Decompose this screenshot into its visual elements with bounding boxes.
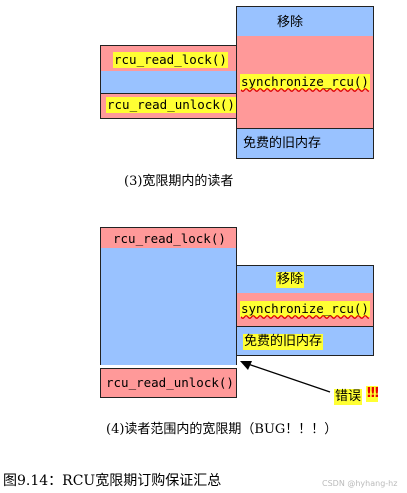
rcu-read-lock-label-4: rcu_read_lock() bbox=[113, 231, 226, 246]
reader-critical-section-4 bbox=[100, 248, 237, 365]
synchronize-rcu-text: synchronize_rcu() bbox=[241, 74, 369, 89]
scenario-3-caption: (3)宽限期内的读者 bbox=[124, 174, 234, 189]
remove-block bbox=[236, 6, 374, 37]
free-old-memory-label: 免费的旧内存 bbox=[243, 136, 322, 151]
figure-caption: 图9.14：RCU宽限期订购保证汇总 bbox=[3, 473, 222, 489]
synchronize-rcu-text-4: synchronize_rcu() bbox=[241, 301, 369, 316]
remove-label-4: 移除 bbox=[276, 272, 305, 288]
free-old-memory-label-4: 免费的旧内存 bbox=[243, 334, 324, 350]
error-label: 错误 bbox=[334, 389, 363, 405]
error-marks: !!! bbox=[366, 386, 380, 402]
synchronize-rcu-label: synchronize_rcu() bbox=[240, 74, 370, 90]
remove-label: 移除 bbox=[277, 15, 304, 30]
free-old-memory-block bbox=[236, 128, 374, 159]
reader-critical-section bbox=[100, 71, 237, 93]
scenario-4-caption: (4)读者范围内的宽限期（BUG！！！） bbox=[106, 422, 338, 437]
synchronize-rcu-label-4: synchronize_rcu() bbox=[240, 301, 370, 317]
rcu-read-unlock-label: rcu_read_unlock() bbox=[106, 97, 236, 113]
watermark: CSDN @hyhang-hz bbox=[322, 479, 398, 488]
reader-unlock-block-4 bbox=[100, 368, 237, 398]
rcu-read-lock-label: rcu_read_lock() bbox=[113, 52, 228, 68]
remove-block-4 bbox=[236, 265, 374, 294]
rcu-read-unlock-label-4: rcu_read_unlock() bbox=[106, 375, 234, 390]
